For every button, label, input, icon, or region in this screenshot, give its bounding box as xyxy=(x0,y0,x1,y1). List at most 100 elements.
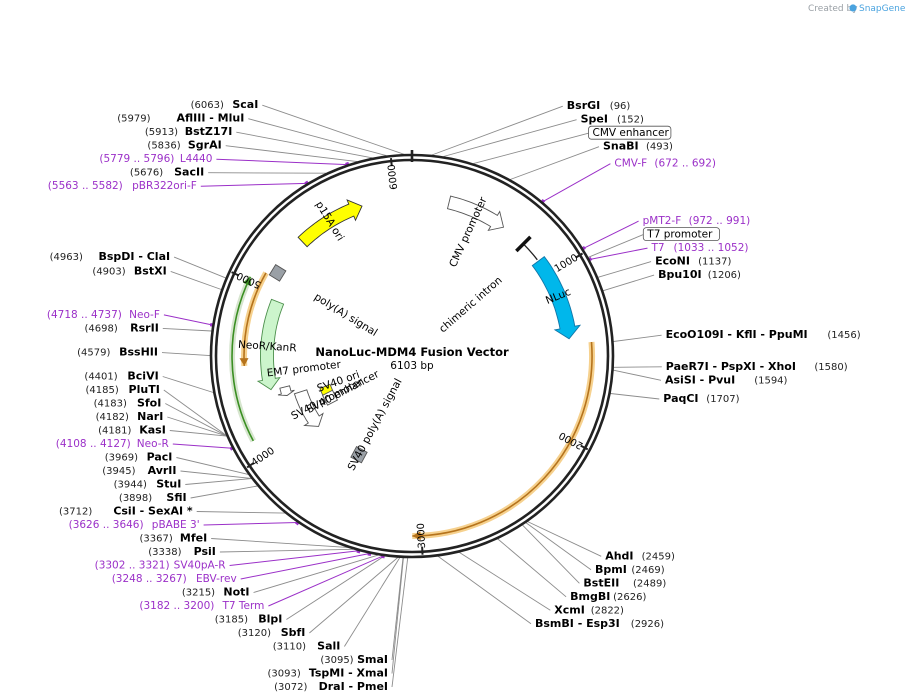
site-psii[interactable]: PsiI (3338) xyxy=(148,545,216,558)
site-sbfi[interactable]: SbfI(3120) xyxy=(238,626,306,639)
site-bsrgi[interactable]: BsrGI(96) xyxy=(567,99,631,112)
site-econi-name: EcoNI xyxy=(655,255,690,268)
orf-arcs xyxy=(229,271,596,541)
primer-neo-f[interactable]: Neo-F(4718 .. 4737) xyxy=(47,309,160,321)
site-bmgbi[interactable]: BmgBI(2626) xyxy=(570,590,646,603)
site-noti[interactable]: NotI(3215) xyxy=(182,586,250,599)
site-bsshii[interactable]: BssHII(4579) xyxy=(77,346,158,359)
brand-name: SnapGene xyxy=(859,4,906,14)
site-paci-name: PacI xyxy=(147,451,173,464)
feature-neor-kanr[interactable] xyxy=(256,298,285,391)
site-ahdi[interactable]: AhdI(2459) xyxy=(605,549,675,562)
site-sfii[interactable]: SfiI(3898) xyxy=(119,491,187,504)
site-scai-name: ScaI xyxy=(232,98,258,111)
site-pluti[interactable]: PluTI(4185) xyxy=(86,383,160,396)
primer-ebv-rev[interactable]: EBV-rev(3248 .. 3267) xyxy=(112,573,237,585)
site-avrii[interactable]: AvrII(3945) xyxy=(102,464,176,477)
site-snabi-leader xyxy=(510,146,600,180)
boxed-feature-t7-promoter[interactable]: T7 promoter xyxy=(642,227,720,242)
boxed-feature-cmv-enhancer[interactable]: CMV enhancer xyxy=(588,125,672,140)
site-snabi[interactable]: SnaBI(493) xyxy=(603,140,673,153)
feature-nluc[interactable] xyxy=(531,255,582,340)
feature-cmv-promoter[interactable] xyxy=(446,195,505,232)
site-afliii-mlui[interactable]: AflIII - MluI(5979) xyxy=(117,112,244,125)
site-mfei[interactable]: MfeI(3367) xyxy=(140,532,208,545)
site-sfoi[interactable]: SfoI (4183) xyxy=(94,397,162,410)
feature-sv40-promoter[interactable] xyxy=(293,389,324,427)
site-smai[interactable]: SmaI(3095) xyxy=(320,653,388,666)
site-bstxi-leader xyxy=(170,270,222,290)
site-xcmi[interactable]: XcmI(2822) xyxy=(554,603,624,616)
site-tspmi-xmai-name: TspMI - XmaI xyxy=(309,667,388,680)
site-bsmbi-esp3i-name: BsmBI - Esp3I xyxy=(535,617,620,630)
site-tspmi-xmai[interactable]: TspMI - XmaI (3093) xyxy=(268,667,388,680)
site-bsteii[interactable]: BstEII(2489) xyxy=(583,576,666,589)
site-bcivi[interactable]: BciVI(4401) xyxy=(84,370,158,383)
site-sbfi-position: (3120) xyxy=(238,628,271,639)
feature-sv40-poly-a-signal[interactable] xyxy=(350,445,368,464)
site-bpu10i[interactable]: Bpu10I(1206) xyxy=(658,268,741,281)
tick-mark-2000 xyxy=(580,444,589,451)
site-sgrai[interactable]: SgrAI(5836) xyxy=(147,139,221,152)
site-psii-position: (3338) xyxy=(148,547,181,558)
site-ecoo109i-kfli-ppumi[interactable]: EcoO109I - KflI - PpuMI(1456) xyxy=(666,328,861,341)
primer-sv40pa-r[interactable]: SV40pA-R(3302 .. 3321) xyxy=(95,560,226,572)
site-stui-name: StuI xyxy=(156,478,181,491)
tick-label-6000: 6000 xyxy=(387,164,401,190)
primer-l4440[interactable]: L4440(5779 .. 5796) xyxy=(99,153,212,165)
site-bsshii-name: BssHII xyxy=(119,346,158,359)
site-bstz17i[interactable]: BstZ17I(5913) xyxy=(145,125,232,138)
leader-lines xyxy=(161,104,662,688)
feature-sv40-enhancer[interactable] xyxy=(321,389,339,406)
feature-em7-promoter[interactable] xyxy=(277,385,295,396)
site-drai-pmei[interactable]: DraI - PmeI(3072) xyxy=(274,680,388,693)
site-stui[interactable]: StuI(3944) xyxy=(114,478,182,491)
primer-pmt2-f[interactable]: pMT2-F(972 .. 991) xyxy=(643,215,751,227)
site-csii-sexai[interactable]: CsiI - SexAI *(3712) xyxy=(59,505,193,518)
site-nari[interactable]: NarI(4182) xyxy=(96,410,164,423)
site-bsmbi-esp3i[interactable]: BsmBI - Esp3I(2926) xyxy=(535,617,664,630)
site-sali[interactable]: SalI(3110) xyxy=(273,640,341,653)
primer-cmv-f[interactable]: CMV-F(672 .. 692) xyxy=(614,158,716,170)
feature-p15a-ori[interactable] xyxy=(297,199,363,248)
site-sfii-name: SfiI xyxy=(166,491,186,504)
site-asisi-pvui[interactable]: AsiSI - PvuI(1594) xyxy=(665,373,788,386)
site-blpi[interactable]: BlpI(3185) xyxy=(215,613,283,626)
site-spei[interactable]: SpeI(152) xyxy=(581,113,644,126)
feature-chimeric-intron-cap xyxy=(515,235,532,253)
primer-pbr322ori-f-leader xyxy=(200,182,308,187)
site-sacii[interactable]: SacII(5676) xyxy=(130,166,204,179)
tick-mark-6000 xyxy=(389,158,393,167)
primer-neo-r-marker xyxy=(229,446,234,451)
primer-neo-f-position: (4718 .. 4737) xyxy=(47,309,122,321)
site-scai-position: (6063) xyxy=(191,100,224,111)
primer-t7-name: T7 xyxy=(651,242,665,254)
site-bspdi-clai[interactable]: BspDI - ClaI(4963) xyxy=(50,250,170,263)
feature-chimeric-intron[interactable] xyxy=(522,243,538,261)
site-paci[interactable]: PacI(3969) xyxy=(105,451,173,464)
site-drai-pmei-leader xyxy=(391,557,409,688)
primer-neo-r[interactable]: Neo-R(4108 .. 4127) xyxy=(56,438,169,450)
primer-pbr322ori-f[interactable]: pBR322ori-F(5563 .. 5582) xyxy=(48,180,197,192)
site-tspmi-xmai-position: (3093) xyxy=(268,669,301,680)
site-bpmi[interactable]: BpmI(2469) xyxy=(595,563,665,576)
site-paer7i-pspxi-xhoi[interactable]: PaeR7I - PspXI - XhoI(1580) xyxy=(666,360,848,373)
site-bstxi[interactable]: BstXI(4903) xyxy=(92,264,166,277)
site-econi[interactable]: EcoNI(1137) xyxy=(655,255,731,268)
site-paqci[interactable]: PaqCI(1707) xyxy=(663,392,739,405)
feature-poly-a-signal[interactable] xyxy=(268,264,287,282)
site-sfoi-name: SfoI xyxy=(137,397,161,410)
primer-t7-term[interactable]: T7 Term(3182 .. 3200) xyxy=(139,600,264,612)
primer-pbabe-3[interactable]: pBABE 3'(3626 .. 3646) xyxy=(69,519,200,531)
orf-arrow-1 xyxy=(243,272,267,366)
site-psii-name: PsiI xyxy=(194,545,216,558)
site-scai[interactable]: ScaI (6063) xyxy=(191,98,259,111)
primer-t7[interactable]: T7(1033 .. 1052) xyxy=(651,242,749,254)
site-sfoi-position: (4183) xyxy=(94,399,127,410)
primer-pbabe-3-name: pBABE 3' xyxy=(152,519,200,531)
site-sali-leader xyxy=(344,557,401,647)
site-kasi[interactable]: KasI(4181) xyxy=(98,424,166,437)
site-bmgbi-name: BmgBI xyxy=(570,590,610,603)
site-rsrii[interactable]: RsrII(4698) xyxy=(85,321,159,334)
site-kasi-leader xyxy=(169,430,227,437)
